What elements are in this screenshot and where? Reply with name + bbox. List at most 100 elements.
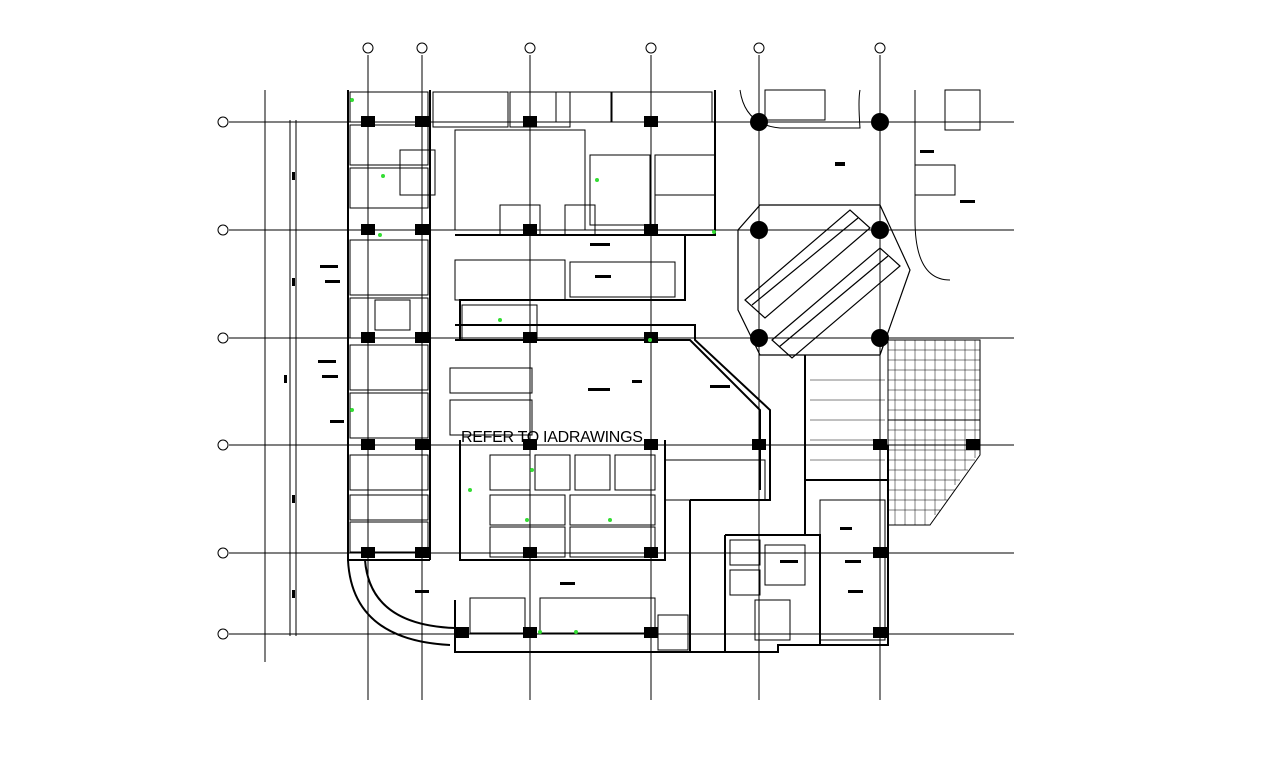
room xyxy=(569,494,656,526)
room xyxy=(469,597,526,634)
room xyxy=(461,304,538,341)
column xyxy=(361,116,375,127)
grid-bubble xyxy=(362,42,374,54)
room xyxy=(349,344,429,391)
escalator-rail xyxy=(778,255,889,348)
room xyxy=(432,91,509,128)
escalator-void xyxy=(737,204,911,356)
escalator xyxy=(744,209,871,319)
room xyxy=(564,204,596,236)
room xyxy=(534,454,571,491)
stair xyxy=(349,297,429,339)
small-labels xyxy=(284,150,975,598)
toilet-room xyxy=(664,459,766,501)
room xyxy=(611,91,713,123)
room xyxy=(349,167,429,209)
column xyxy=(644,439,658,450)
column xyxy=(523,224,537,235)
room xyxy=(489,494,566,526)
column xyxy=(644,224,658,235)
hatched-area xyxy=(887,419,981,526)
column xyxy=(361,224,375,235)
column xyxy=(523,439,537,450)
room xyxy=(449,367,533,394)
core-wall xyxy=(725,534,821,645)
column xyxy=(752,439,766,450)
grid-bubble xyxy=(217,628,229,640)
column xyxy=(415,439,429,450)
round-column xyxy=(871,329,889,347)
curved-wall-inner xyxy=(364,559,456,629)
column xyxy=(361,332,375,343)
grid-bubble xyxy=(645,42,657,54)
column xyxy=(873,627,887,638)
room xyxy=(539,597,656,634)
building-outline xyxy=(347,90,889,653)
grid-bubble xyxy=(217,224,229,236)
grid-bubble xyxy=(217,116,229,128)
column xyxy=(644,116,658,127)
column xyxy=(523,116,537,127)
room xyxy=(349,239,429,296)
column xyxy=(361,439,375,450)
grid-bubble xyxy=(874,42,886,54)
room xyxy=(349,454,429,491)
room xyxy=(569,261,676,298)
column xyxy=(361,547,375,558)
room xyxy=(499,204,541,236)
central-hall-inner xyxy=(455,339,761,490)
curved-wall xyxy=(347,559,451,646)
column xyxy=(644,627,658,638)
column xyxy=(415,116,429,127)
core-stair xyxy=(399,149,436,196)
room xyxy=(569,526,656,558)
room xyxy=(589,154,651,226)
grid-bubble xyxy=(217,332,229,344)
grid-bubble xyxy=(416,42,428,54)
interior-wall xyxy=(690,90,716,236)
curved-wall xyxy=(739,89,861,129)
round-column xyxy=(750,329,768,347)
escalator-area xyxy=(737,204,911,359)
drawing-note: REFER TO IADRAWINGS xyxy=(461,429,643,446)
stair-treads xyxy=(374,299,411,331)
curved-wall xyxy=(914,90,951,281)
grid-bubble xyxy=(217,547,229,559)
room xyxy=(349,91,429,123)
grid-bubble xyxy=(524,42,536,54)
room xyxy=(349,124,429,166)
column xyxy=(523,627,537,638)
room xyxy=(349,521,429,553)
room xyxy=(819,499,886,641)
column xyxy=(644,547,658,558)
room xyxy=(555,91,612,123)
rooms-left xyxy=(349,91,436,553)
room xyxy=(509,91,571,128)
column xyxy=(644,332,658,343)
column xyxy=(966,439,980,450)
round-column xyxy=(750,113,768,131)
column xyxy=(415,224,429,235)
column xyxy=(415,547,429,558)
room xyxy=(764,544,806,586)
room xyxy=(654,154,716,196)
column xyxy=(523,332,537,343)
room xyxy=(454,259,566,301)
stair xyxy=(754,599,791,641)
grid-bubbles xyxy=(217,42,886,640)
grid-bubble xyxy=(217,439,229,451)
room xyxy=(349,494,429,521)
round-column xyxy=(871,221,889,239)
lift xyxy=(729,569,761,596)
room xyxy=(654,194,716,231)
round-column xyxy=(750,221,768,239)
room xyxy=(574,454,611,491)
grid-bubble xyxy=(753,42,765,54)
column xyxy=(415,332,429,343)
stair xyxy=(764,89,826,121)
round-column xyxy=(871,113,889,131)
outer-wall xyxy=(454,445,889,653)
hatch-pattern xyxy=(810,340,980,525)
lift xyxy=(729,539,761,566)
column xyxy=(523,547,537,558)
